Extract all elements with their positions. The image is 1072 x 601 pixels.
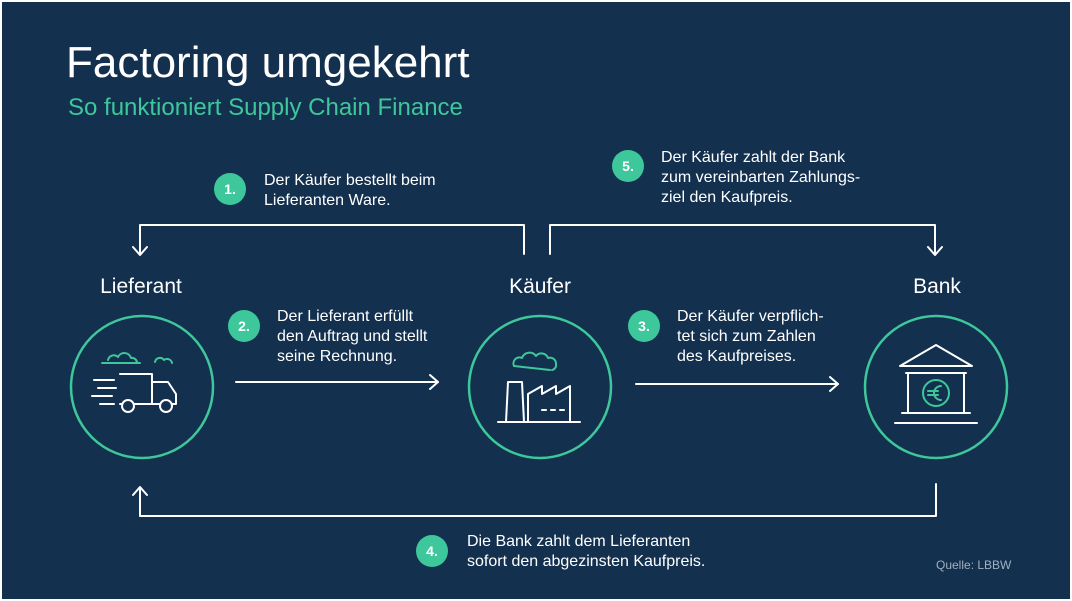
step-text-line: zum vereinbarten Zahlungs- (661, 169, 861, 186)
step-text-line: Der Käufer verpflich- (677, 308, 824, 325)
step-badge-5: 5. (612, 150, 644, 182)
step-badge-3: 3. (628, 310, 660, 342)
step-text-line: Der Käufer bestellt beim (264, 172, 436, 189)
delivery-truck-icon (91, 352, 177, 413)
buyer-circle (467, 314, 613, 460)
node-label-supplier: Lieferant (100, 275, 182, 298)
step-text-line: den Auftrag und stellt (277, 328, 428, 345)
step-text-line: ziel den Kaufpreis. (661, 189, 793, 206)
arrow-early-payment (132, 483, 937, 517)
node-label-bank: Bank (913, 275, 961, 298)
step-text-line: sofort den abgezinsten Kaufpreis. (467, 553, 706, 570)
step-text-line: Der Lieferant erfüllt (277, 308, 414, 325)
step-text-line: seine Rechnung. (277, 348, 398, 365)
bank-euro-icon (894, 344, 978, 424)
step-text-1: Der Käufer bestellt beim Lieferanten War… (264, 171, 436, 211)
factory-icon (497, 351, 581, 423)
bank-circle (863, 314, 1009, 460)
step-text-line: Der Käufer zahlt der Bank (661, 149, 846, 166)
step-text-line: tet sich zum Zahlen (677, 328, 816, 345)
step-text-line: Die Bank zahlt dem Lieferanten (467, 533, 691, 550)
arrow-payment-to-bank (549, 224, 943, 256)
step-badge-1: 1. (214, 173, 246, 205)
step-text-5: Der Käufer zahlt der Bank zum vereinbart… (661, 148, 860, 208)
step-text-line: des Kaufpreises. (677, 348, 797, 365)
step-text-4: Die Bank zahlt dem Lieferanten sofort de… (467, 532, 705, 572)
node-label-buyer: Käufer (509, 275, 571, 298)
arrow-order (132, 224, 525, 256)
arrow-invoice (235, 374, 439, 390)
arrow-commitment (635, 376, 839, 392)
step-text-3: Der Käufer verpflich- tet sich zum Zahle… (677, 307, 824, 367)
page-title: Factoring umgekehrt (66, 38, 470, 87)
step-badge-2: 2. (228, 310, 260, 342)
supplier-circle (69, 314, 215, 460)
step-badge-4: 4. (416, 535, 448, 567)
page-subtitle: So funktioniert Supply Chain Finance (68, 94, 463, 121)
step-text-2: Der Lieferant erfüllt den Auftrag und st… (277, 307, 427, 367)
step-text-line: Lieferanten Ware. (264, 192, 391, 209)
source-note: Quelle: LBBW (936, 558, 1012, 572)
